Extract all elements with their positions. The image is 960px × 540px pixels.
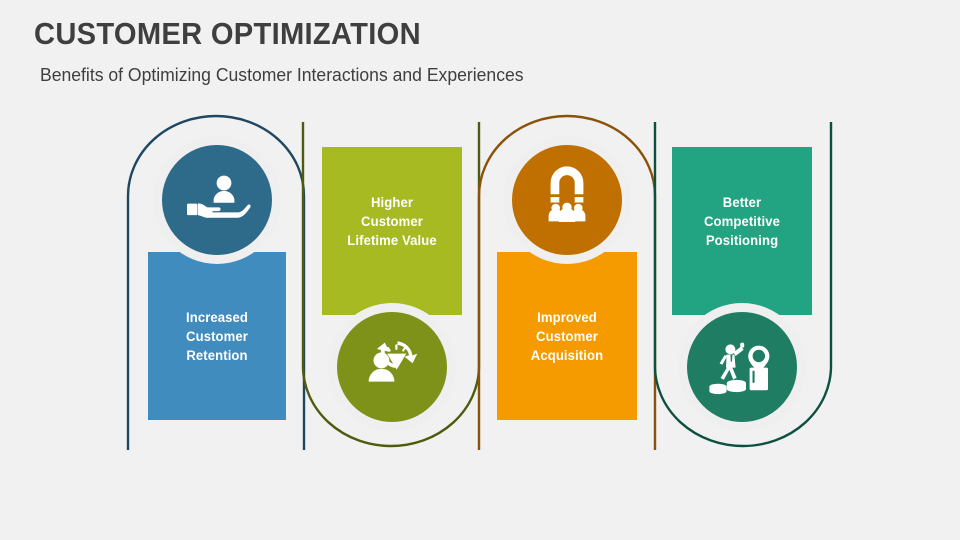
- item-3-label: Improved Customer Acquisition: [530, 310, 604, 364]
- item-1-outline-arch: [126, 114, 306, 450]
- item-1-label: Increased Customer Retention: [185, 310, 249, 364]
- diagram-item-2[interactable]: [301, 122, 481, 448]
- item-4-band: [672, 147, 812, 315]
- slide-header: CUSTOMER OPTIMIZATION Benefits of Optimi…: [34, 16, 914, 86]
- diagram-item-1[interactable]: [126, 114, 306, 450]
- diagram-item-4[interactable]: [653, 122, 833, 448]
- item-4-circle: [687, 312, 797, 422]
- page-title: CUSTOMER OPTIMIZATION: [34, 16, 421, 51]
- item-2-band: [322, 147, 462, 315]
- item-4-label: Better Competitive Positioning: [703, 195, 781, 249]
- page-subtitle: Benefits of Optimizing Customer Interact…: [40, 63, 524, 85]
- item-4-outline-arch: [653, 122, 833, 448]
- diagram-item-3[interactable]: [477, 114, 657, 450]
- item-1-band: [148, 252, 286, 420]
- item-3-outline-arch: [477, 114, 657, 450]
- item-2-label: Higher Customer Lifetime Value: [347, 195, 437, 249]
- item-2-outline-arch: [301, 122, 481, 448]
- item-3-circle: [512, 145, 622, 255]
- item-3-band: [497, 252, 637, 420]
